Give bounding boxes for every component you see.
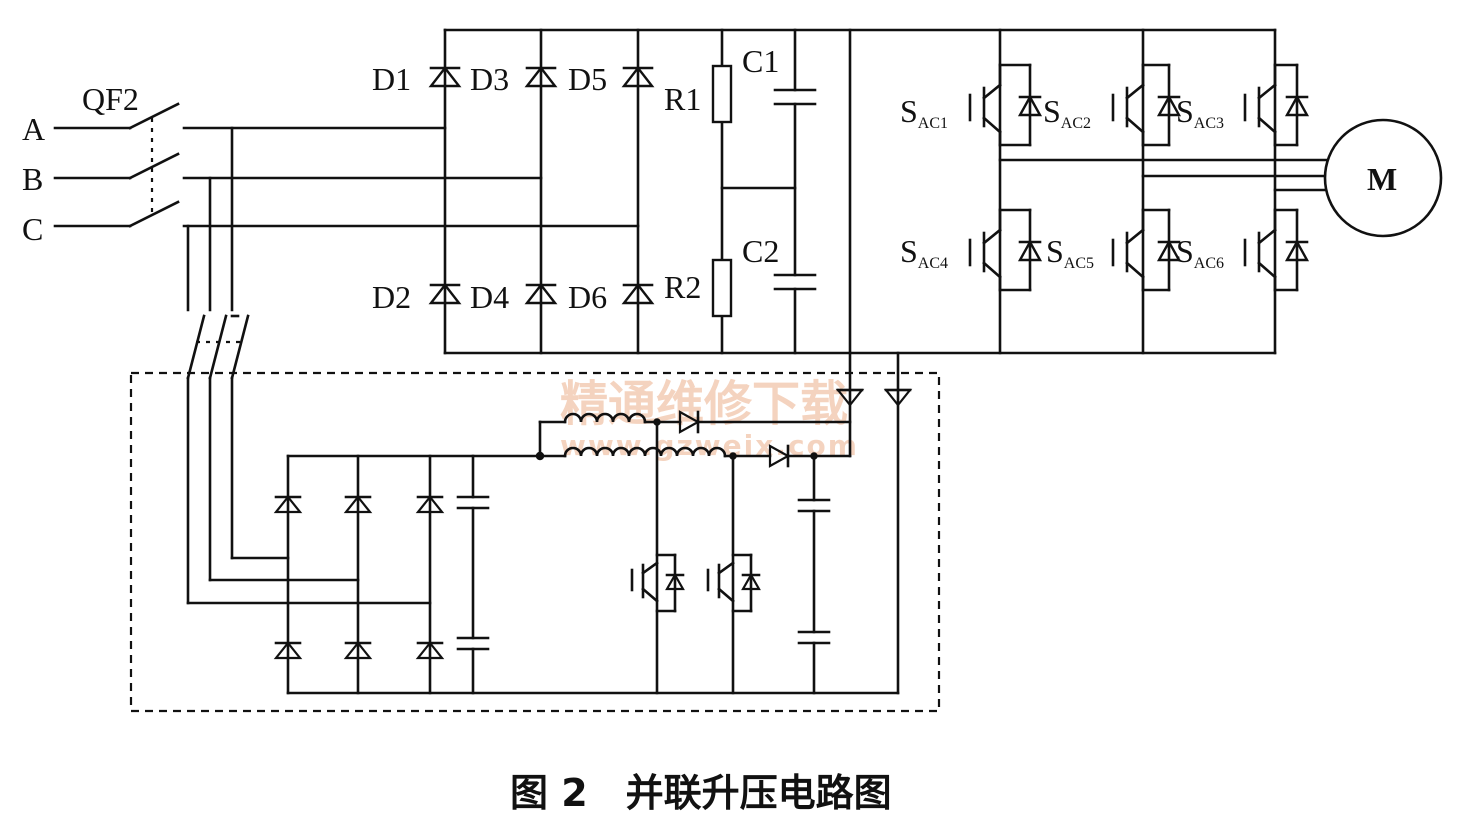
svg-text:SAC2: SAC2 bbox=[1043, 93, 1091, 132]
c2-label: C2 bbox=[742, 233, 779, 269]
sac4-letter: S bbox=[900, 233, 918, 269]
dc-link: R1 R2 C1 C2 bbox=[664, 28, 852, 355]
boost-switch-1 bbox=[630, 553, 685, 613]
sac2-sub: AC2 bbox=[1061, 115, 1091, 132]
figure-caption: 图 2 并联升压电路图 bbox=[510, 771, 892, 815]
sac5-sub: AC5 bbox=[1064, 255, 1094, 272]
diode-d4 bbox=[524, 283, 558, 305]
sac5-letter: S bbox=[1046, 233, 1064, 269]
svg-text:SAC5: SAC5 bbox=[1046, 233, 1094, 272]
igbt-sac6 bbox=[1243, 208, 1310, 292]
watermark-line1: 精通维修下载 bbox=[560, 376, 848, 432]
c1-label: C1 bbox=[742, 43, 779, 79]
motor-icon bbox=[1323, 118, 1443, 238]
diode-d2 bbox=[428, 283, 462, 305]
sac2-letter: S bbox=[1043, 93, 1061, 129]
inverter: SAC1 SAC2 SAC3 SAC4 SAC5 SAC6 M bbox=[900, 28, 1443, 355]
sac4-sub: AC4 bbox=[918, 255, 948, 272]
boost-module bbox=[129, 351, 941, 713]
phase-b-label: B bbox=[22, 161, 43, 197]
sac1-letter: S bbox=[900, 93, 918, 129]
d6-label: D6 bbox=[568, 279, 607, 315]
sac1-sub: AC1 bbox=[918, 115, 948, 132]
sac6-letter: S bbox=[1176, 233, 1194, 269]
svg-text:SAC4: SAC4 bbox=[900, 233, 948, 272]
sac3-letter: S bbox=[1176, 93, 1194, 129]
input-breaker: A B C QF2 bbox=[22, 81, 640, 380]
resistor-r2 bbox=[711, 258, 733, 318]
svg-text:SAC1: SAC1 bbox=[900, 93, 948, 132]
d1-label: D1 bbox=[372, 61, 411, 97]
motor-label: M bbox=[1367, 161, 1397, 197]
d3-label: D3 bbox=[470, 61, 509, 97]
r1-label: R1 bbox=[664, 81, 701, 117]
phase-a-label: A bbox=[22, 111, 45, 147]
igbt-sac3 bbox=[1243, 63, 1310, 147]
svg-text:SAC3: SAC3 bbox=[1176, 93, 1224, 132]
diode-d6 bbox=[621, 283, 655, 305]
boost-switch-2 bbox=[706, 553, 761, 613]
igbt-sac2 bbox=[1111, 63, 1182, 147]
diode-d3 bbox=[524, 66, 558, 88]
svg-text:SAC6: SAC6 bbox=[1176, 233, 1224, 272]
phase-c-label: C bbox=[22, 211, 43, 247]
d4-label: D4 bbox=[470, 279, 509, 315]
igbt-sac1 bbox=[968, 63, 1043, 147]
main-rectifier: D1 D3 D5 D2 D4 D6 bbox=[372, 28, 1277, 355]
inductor-1 bbox=[563, 412, 647, 424]
igbt-sac4 bbox=[968, 208, 1043, 292]
resistor-r1 bbox=[711, 64, 733, 124]
d2-label: D2 bbox=[372, 279, 411, 315]
inductor-2 bbox=[563, 446, 727, 458]
diode-d5 bbox=[621, 66, 655, 88]
d5-label: D5 bbox=[568, 61, 607, 97]
watermark: 精通维修下载 www.gzweix.com bbox=[560, 376, 857, 462]
r2-label: R2 bbox=[664, 269, 701, 305]
sac3-sub: AC3 bbox=[1194, 115, 1224, 132]
sac6-sub: AC6 bbox=[1194, 255, 1224, 272]
igbt-sac5 bbox=[1111, 208, 1182, 292]
breaker-label: QF2 bbox=[82, 81, 139, 117]
boost-rectifier-diodes bbox=[273, 495, 445, 660]
